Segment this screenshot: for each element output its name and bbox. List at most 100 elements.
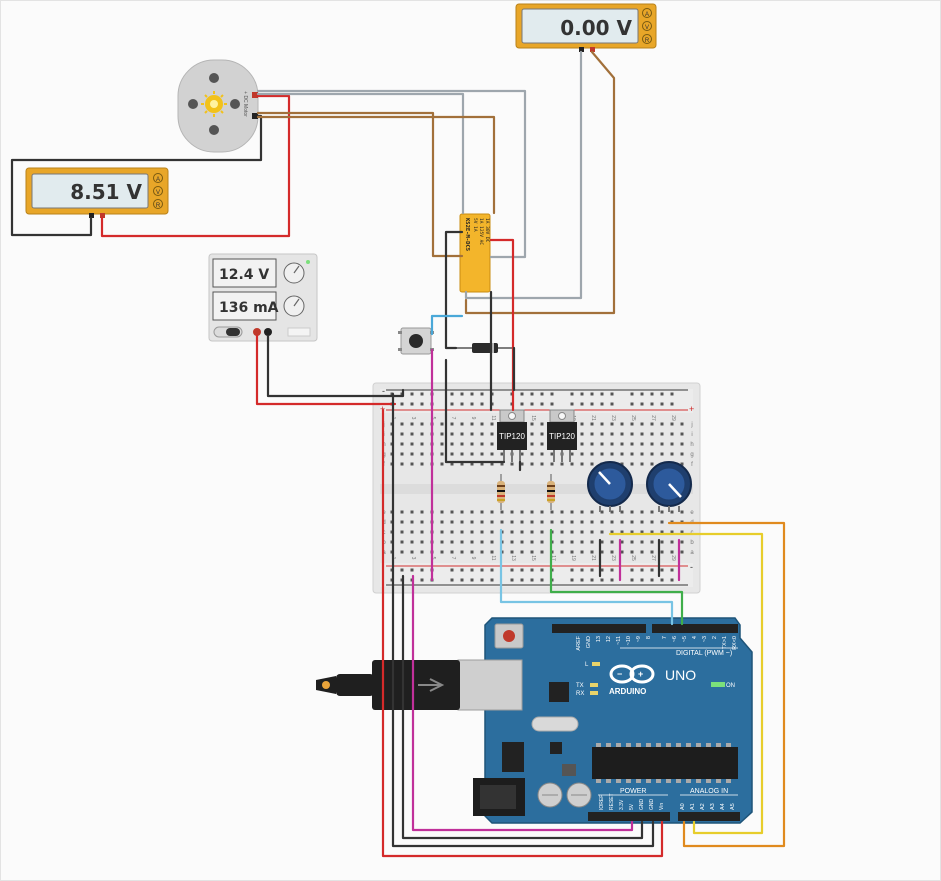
breadboard-hole[interactable] xyxy=(590,422,594,426)
wire-bb-digital-green[interactable] xyxy=(549,528,684,626)
breadboard-hole[interactable] xyxy=(470,530,474,534)
breadboard-hole[interactable] xyxy=(540,452,544,456)
multimeter-top-mode-r[interactable]: R xyxy=(645,38,650,44)
breadboard-hole[interactable] xyxy=(480,578,484,582)
breadboard-hole[interactable] xyxy=(650,540,654,544)
breadboard-hole[interactable] xyxy=(490,422,494,426)
breadboard-hole[interactable] xyxy=(450,452,454,456)
breadboard-hole[interactable] xyxy=(490,432,494,436)
breadboard-hole[interactable] xyxy=(640,550,644,554)
wire-meter-top-grey[interactable] xyxy=(464,50,583,300)
breadboard-hole[interactable] xyxy=(410,520,414,524)
breadboard-hole[interactable] xyxy=(520,530,524,534)
breadboard-hole[interactable] xyxy=(540,550,544,554)
breadboard-hole[interactable] xyxy=(460,422,464,426)
breadboard-hole[interactable] xyxy=(650,402,654,406)
breadboard-hole[interactable] xyxy=(610,530,614,534)
breadboard-hole[interactable] xyxy=(580,442,584,446)
breadboard-hole[interactable] xyxy=(480,442,484,446)
breadboard-hole[interactable] xyxy=(580,530,584,534)
breadboard-hole[interactable] xyxy=(540,520,544,524)
breadboard-hole[interactable] xyxy=(550,462,554,466)
breadboard-hole[interactable] xyxy=(660,550,664,554)
breadboard-hole[interactable] xyxy=(670,452,674,456)
breadboard-hole[interactable] xyxy=(460,568,464,572)
breadboard-hole[interactable] xyxy=(490,578,494,582)
breadboard-hole[interactable] xyxy=(570,392,574,396)
wire-psu-black[interactable] xyxy=(266,334,405,398)
breadboard-hole[interactable] xyxy=(490,540,494,544)
breadboard-hole[interactable] xyxy=(640,462,644,466)
breadboard-hole[interactable] xyxy=(450,462,454,466)
breadboard-hole[interactable] xyxy=(610,432,614,436)
breadboard-hole[interactable] xyxy=(600,510,604,514)
breadboard-hole[interactable] xyxy=(420,402,424,406)
breadboard-hole[interactable] xyxy=(680,540,684,544)
potentiometer-1[interactable] xyxy=(587,461,633,512)
breadboard-hole[interactable] xyxy=(450,392,454,396)
breadboard-hole[interactable] xyxy=(520,402,524,406)
breadboard-hole[interactable] xyxy=(440,432,444,436)
breadboard-hole[interactable] xyxy=(530,568,534,572)
breadboard-hole[interactable] xyxy=(660,578,664,582)
breadboard-hole[interactable] xyxy=(580,432,584,436)
breadboard-hole[interactable] xyxy=(480,402,484,406)
breadboard-hole[interactable] xyxy=(450,510,454,514)
breadboard-hole[interactable] xyxy=(600,520,604,524)
wire-relay-black-diode[interactable] xyxy=(444,230,464,350)
breadboard-hole[interactable] xyxy=(540,422,544,426)
breadboard-hole[interactable] xyxy=(530,510,534,514)
breadboard-hole[interactable] xyxy=(650,442,654,446)
breadboard-hole[interactable] xyxy=(530,432,534,436)
breadboard-hole[interactable] xyxy=(680,530,684,534)
multimeter-top-mode-buttons[interactable]: A V R xyxy=(642,8,652,45)
breadboard-hole[interactable] xyxy=(620,442,624,446)
breadboard-hole[interactable] xyxy=(490,462,494,466)
breadboard-hole[interactable] xyxy=(480,392,484,396)
breadboard-hole[interactable] xyxy=(640,540,644,544)
breadboard-hole[interactable] xyxy=(460,510,464,514)
breadboard-hole[interactable] xyxy=(580,540,584,544)
breadboard-hole[interactable] xyxy=(620,462,624,466)
breadboard-hole[interactable] xyxy=(490,530,494,534)
breadboard-hole[interactable] xyxy=(400,422,404,426)
breadboard-hole[interactable] xyxy=(420,432,424,436)
breadboard-hole[interactable] xyxy=(450,442,454,446)
breadboard-hole[interactable] xyxy=(550,452,554,456)
analog-header[interactable] xyxy=(678,812,740,821)
breadboard-hole[interactable] xyxy=(400,550,404,554)
breadboard-hole[interactable] xyxy=(570,510,574,514)
breadboard-hole[interactable] xyxy=(410,510,414,514)
breadboard-hole[interactable] xyxy=(670,402,674,406)
breadboard-hole[interactable] xyxy=(630,402,634,406)
breadboard-hole[interactable] xyxy=(400,442,404,446)
breadboard-hole[interactable] xyxy=(490,550,494,554)
breadboard-hole[interactable] xyxy=(630,442,634,446)
breadboard-hole[interactable] xyxy=(640,452,644,456)
digital-header-right[interactable] xyxy=(652,624,738,633)
breadboard-hole[interactable] xyxy=(440,520,444,524)
breadboard-hole[interactable] xyxy=(610,402,614,406)
wire-psu-red[interactable] xyxy=(255,334,397,406)
breadboard-hole[interactable] xyxy=(590,520,594,524)
breadboard-hole[interactable] xyxy=(490,452,494,456)
breadboard-hole[interactable] xyxy=(400,510,404,514)
breadboard-hole[interactable] xyxy=(570,462,574,466)
breadboard-hole[interactable] xyxy=(600,540,604,544)
breadboard-hole[interactable] xyxy=(660,510,664,514)
breadboard-hole[interactable] xyxy=(440,550,444,554)
breadboard-hole[interactable] xyxy=(520,568,524,572)
wire-meter-top-brown[interactable] xyxy=(464,50,616,315)
power-header[interactable] xyxy=(588,812,670,821)
breadboard-hole[interactable] xyxy=(530,578,534,582)
breadboard-hole[interactable] xyxy=(570,578,574,582)
breadboard-hole[interactable] xyxy=(680,432,684,436)
breadboard-hole[interactable] xyxy=(620,540,624,544)
breadboard-hole[interactable] xyxy=(620,550,624,554)
breadboard-hole[interactable] xyxy=(600,452,604,456)
power-supply-positive-terminal[interactable] xyxy=(253,328,261,336)
breadboard-hole[interactable] xyxy=(580,402,584,406)
wire-bb-black-1[interactable] xyxy=(444,358,506,464)
relay[interactable]: KS2E-M-DC5 5V 1A 1A 125V AC 1A 30V DC xyxy=(459,213,491,293)
